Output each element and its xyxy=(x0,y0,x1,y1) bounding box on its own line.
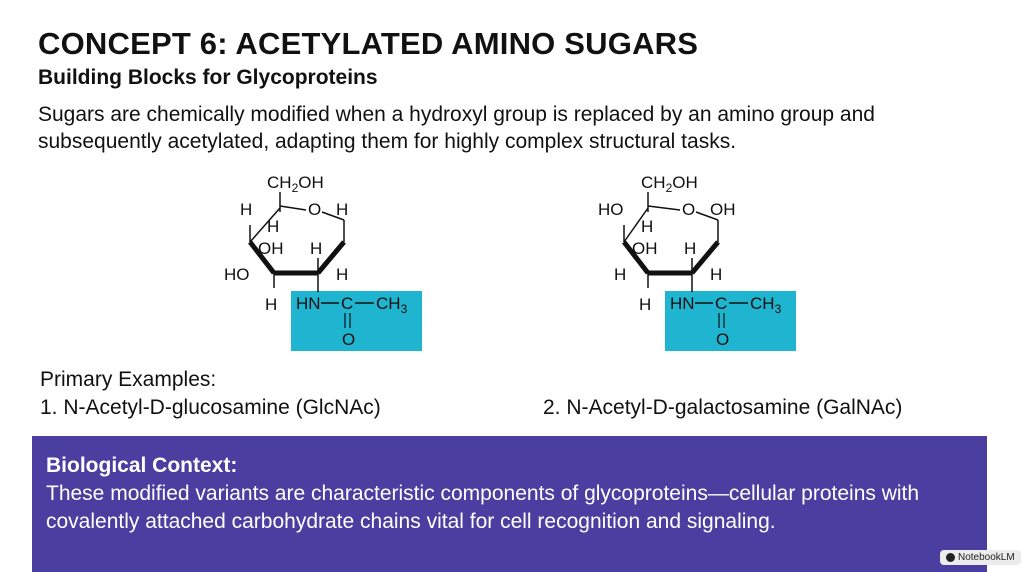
svg-text:OH: OH xyxy=(258,239,284,258)
intro-paragraph: Sugars are chemically modified when a hy… xyxy=(38,103,875,153)
svg-text:H: H xyxy=(240,200,252,219)
notebooklm-badge: NotebookLM xyxy=(940,550,1021,565)
svg-text:H: H xyxy=(310,239,322,258)
acetyl-highlight xyxy=(665,291,796,351)
svg-text:CH3: CH3 xyxy=(750,294,782,316)
svg-text:OH: OH xyxy=(632,239,658,258)
badge-label: NotebookLM xyxy=(958,552,1015,563)
svg-text:CH2OH: CH2OH xyxy=(641,173,698,195)
svg-text:HO: HO xyxy=(598,200,624,219)
page-subtitle: Building Blocks for Glycoproteins xyxy=(38,66,378,89)
svg-text:H: H xyxy=(267,217,279,236)
acetyl-highlight xyxy=(291,291,422,351)
svg-text:HN: HN xyxy=(296,294,321,313)
svg-text:O: O xyxy=(682,200,695,219)
notebooklm-logo-icon xyxy=(946,553,955,562)
galnac-structure: CH2OH O OH HO H OH H H H H HN C CH3 O xyxy=(596,170,796,355)
svg-text:O: O xyxy=(342,330,355,349)
glcnac-structure: CH2OH O H H H OH H HO H H HN C CH3 O xyxy=(222,170,422,355)
svg-text:HN: HN xyxy=(670,294,695,313)
svg-text:O: O xyxy=(716,330,729,349)
context-body: These modified variants are characterist… xyxy=(46,482,920,533)
svg-text:H: H xyxy=(336,265,348,284)
svg-text:O: O xyxy=(308,200,321,219)
svg-text:CH3: CH3 xyxy=(376,294,408,316)
examples-heading: Primary Examples: xyxy=(40,368,217,391)
svg-text:H: H xyxy=(710,265,722,284)
galnac-diagram: CH2OH O OH HO H OH H H H H HN C CH3 O xyxy=(598,173,796,351)
svg-text:H: H xyxy=(614,265,626,284)
context-title: Biological Context: xyxy=(46,454,238,477)
examples-list: Primary Examples: 1. N-Acetyl-D-glucosam… xyxy=(40,366,381,422)
svg-text:H: H xyxy=(265,295,277,314)
glcnac-diagram: CH2OH O H H H OH H HO H H HN C CH3 O xyxy=(224,173,422,351)
svg-text:HO: HO xyxy=(224,265,250,284)
svg-text:H: H xyxy=(639,295,651,314)
svg-text:CH2OH: CH2OH xyxy=(267,173,324,195)
svg-text:OH: OH xyxy=(710,200,736,219)
example-item-galnac: 2. N-Acetyl-D-galactosamine (GalNAc) xyxy=(543,396,903,419)
svg-text:C: C xyxy=(715,294,727,313)
svg-text:H: H xyxy=(336,200,348,219)
page-title: CONCEPT 6: ACETYLATED AMINO SUGARS xyxy=(38,26,699,61)
example-item-glcnac: 1. N-Acetyl-D-glucosamine (GlcNAc) xyxy=(40,396,381,419)
svg-text:H: H xyxy=(641,217,653,236)
svg-text:H: H xyxy=(684,239,696,258)
biological-context-panel: Biological Context: These modified varia… xyxy=(32,436,987,572)
svg-text:C: C xyxy=(341,294,353,313)
